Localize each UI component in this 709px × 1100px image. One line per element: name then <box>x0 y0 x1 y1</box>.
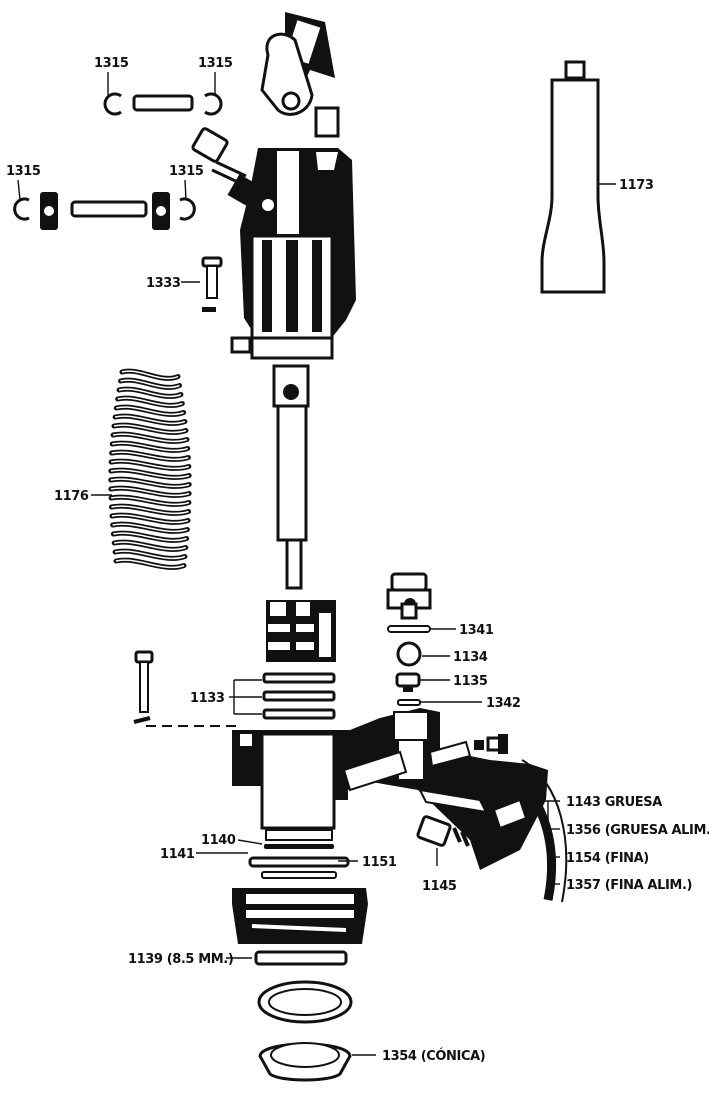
link-plate-right <box>152 192 170 230</box>
label-1342: 1342 <box>486 696 521 711</box>
bushing-small <box>314 106 340 138</box>
e-clip-1315-top-left <box>103 92 122 116</box>
leader-lines <box>17 72 616 1056</box>
screw-1333 <box>201 256 223 312</box>
label-1356-gruesa-alim: 1356 (GRUESA ALIM.) <box>566 823 709 838</box>
set-screw-small <box>474 734 508 754</box>
seal-1151 <box>261 871 337 879</box>
pin-top <box>132 94 194 112</box>
label-1333: 1333 <box>146 276 181 291</box>
upper-housing <box>230 148 356 360</box>
label-1133: 1133 <box>190 691 225 706</box>
washer-1342 <box>397 699 421 706</box>
screw-1145 <box>416 815 470 847</box>
label-1315-b: 1315 <box>198 56 233 71</box>
label-1143-gruesa: 1143 GRUESA <box>566 795 662 810</box>
label-1139: 1139 (8.5 MM.) <box>128 952 233 967</box>
ring-1139 <box>254 950 348 966</box>
lower-nut <box>232 888 368 944</box>
handle-1173 <box>540 60 606 294</box>
e-clip-1315-lower-left <box>13 197 30 221</box>
label-1176: 1176 <box>54 489 89 504</box>
label-1315-d: 1315 <box>169 164 204 179</box>
label-1151: 1151 <box>362 855 397 870</box>
link-plate-left <box>40 192 58 230</box>
ring-flat <box>257 980 353 1024</box>
label-1354-conica: 1354 (CÓNICA) <box>382 1048 485 1064</box>
part-labels: 1315 1315 1315 1315 1333 1173 1176 1341 … <box>6 56 709 1064</box>
main-body <box>232 708 548 870</box>
label-1357-fina-alim: 1357 (FINA ALIM.) <box>566 878 692 893</box>
label-1315-c: 1315 <box>6 164 41 179</box>
label-1154-fina: 1154 (FINA) <box>566 851 649 866</box>
seat-1135 <box>395 672 421 692</box>
label-1140: 1140 <box>201 833 236 848</box>
seal-1140 <box>264 844 334 849</box>
label-1173: 1173 <box>619 178 654 193</box>
seal-1141 <box>248 856 350 868</box>
ball-1134 <box>396 641 422 667</box>
cylinder-head <box>266 600 336 662</box>
ring-1354-conic <box>258 1042 352 1082</box>
spring-1176 <box>108 368 192 570</box>
e-clip-1315-top-right <box>204 92 223 116</box>
pin-vertical <box>133 650 240 727</box>
label-1145: 1145 <box>422 879 457 894</box>
pin-lower <box>70 200 148 218</box>
label-1134: 1134 <box>453 650 488 665</box>
rings-1133 <box>262 672 336 720</box>
lever-wheel <box>260 12 335 116</box>
e-clip-1315-lower-right <box>179 197 196 221</box>
nozzle-nut <box>386 572 432 620</box>
label-1341: 1341 <box>459 623 494 638</box>
label-1141: 1141 <box>160 847 195 862</box>
plunger-shaft <box>272 364 310 590</box>
gasket-1341 <box>387 625 431 633</box>
label-1135: 1135 <box>453 674 488 689</box>
label-1315-a: 1315 <box>94 56 129 71</box>
nozzle-curved <box>492 759 568 903</box>
